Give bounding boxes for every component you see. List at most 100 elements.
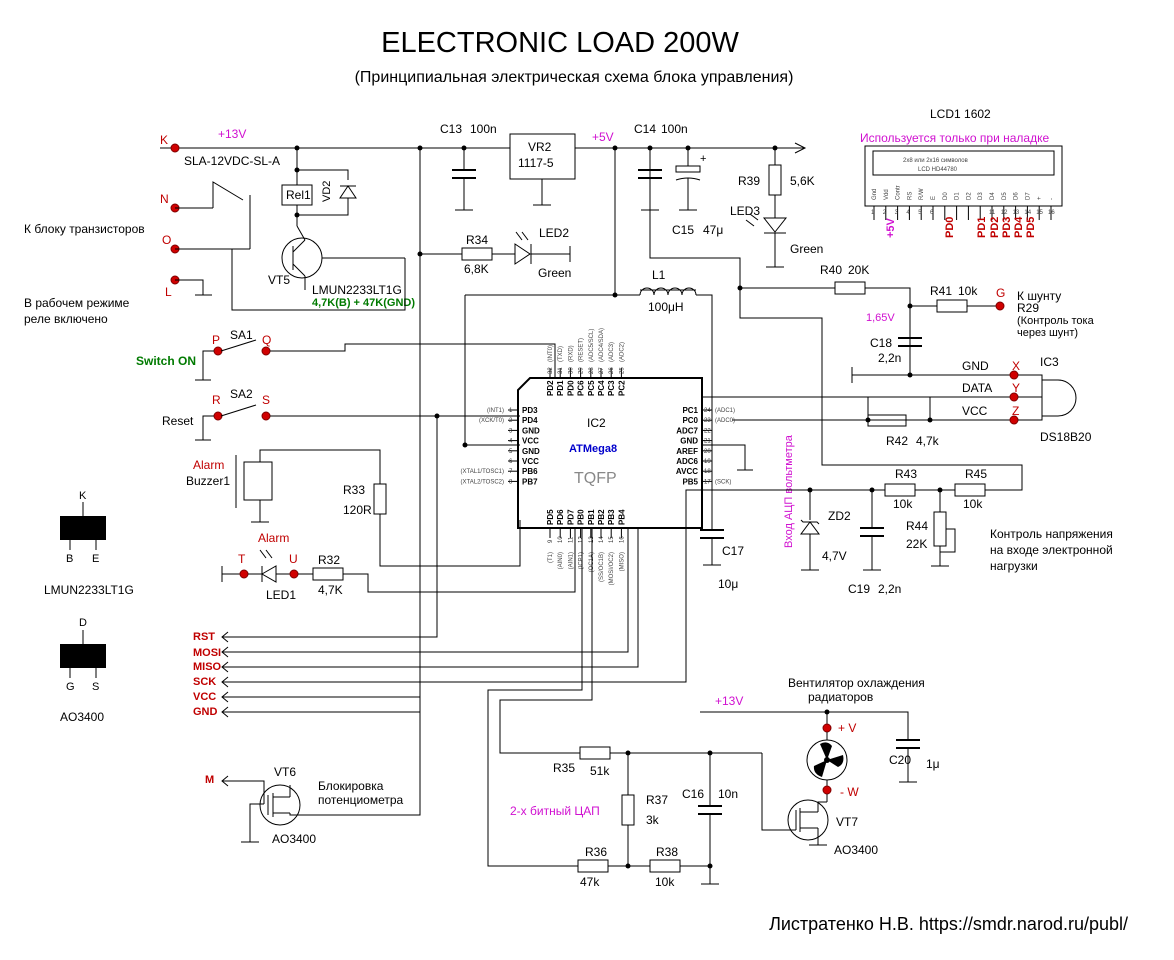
vd2-label: VD2 bbox=[321, 181, 333, 202]
c17-value: 10μ bbox=[718, 577, 738, 591]
terminal-t: T bbox=[238, 552, 246, 566]
terminal-o: O bbox=[162, 233, 171, 247]
mcu-pin-name: PB1 bbox=[587, 509, 596, 525]
mcu-pin-function: (SS/OC1B) bbox=[599, 552, 605, 582]
buzzer-section: Alarm Buzzer1 R33 120R bbox=[186, 449, 521, 567]
mcu-pin-name: PB5 bbox=[682, 477, 698, 486]
note-relay-mode-1: В рабочем режиме bbox=[24, 296, 130, 310]
ic3-type: DS18B20 bbox=[1040, 430, 1092, 444]
mcu-pin-number: 23 bbox=[704, 418, 711, 424]
shunt-note-4: через шунт) bbox=[1017, 327, 1078, 339]
ds-gnd: GND bbox=[962, 359, 989, 373]
mcu-pin-name: PB2 bbox=[597, 509, 606, 525]
mcu-pin-name: PD2 bbox=[546, 380, 555, 396]
terminal-g: G bbox=[996, 286, 1005, 300]
led2-label: LED2 bbox=[539, 226, 569, 240]
legend-lmun: LMUN2233LT1G bbox=[44, 583, 134, 597]
lcd-desc-2: LCD HD44780 bbox=[918, 167, 958, 173]
mcu-name: ATMega8 bbox=[569, 443, 617, 455]
mcu-pin-name: GND bbox=[680, 437, 698, 446]
switches: P Q SA1 Switch ON R S SA2 Reset bbox=[136, 328, 556, 441]
lcd-pin-name: D0 bbox=[943, 192, 949, 200]
lcd-pin-number: 12 bbox=[1001, 210, 1008, 216]
lcd-pin-number: 4 bbox=[906, 210, 910, 216]
r44-label: R44 bbox=[906, 519, 928, 533]
mcu-pin-function: (T1) bbox=[548, 552, 554, 563]
c17-label: C17 bbox=[722, 544, 744, 558]
led3-label: LED3 bbox=[730, 204, 760, 218]
r33-value: 120R bbox=[343, 503, 372, 517]
regulator-section: C13 100n VR2 1117-5 C14 100n + C15 47μ bbox=[440, 122, 723, 237]
lcd-conn-pd4: PD4 bbox=[1013, 216, 1025, 238]
fan-minus: - W bbox=[840, 785, 859, 799]
legend-pin-g: G bbox=[66, 681, 75, 693]
lcd-conn-pd2: PD2 bbox=[989, 217, 1001, 238]
volt-note-1: Контроль напряжения bbox=[990, 527, 1113, 541]
adc-voltmeter-note: Вход АЦП вольтметра bbox=[783, 434, 795, 548]
c19-label: C19 bbox=[848, 582, 870, 596]
lcd-pin-name: E bbox=[931, 196, 937, 200]
lcd-pin-name: Gnd bbox=[872, 189, 878, 200]
mcu-pin-function: (RESET) bbox=[579, 338, 585, 362]
lcd-pin-number: 2 bbox=[883, 210, 887, 216]
mcu-pin-number: 28 bbox=[589, 367, 595, 374]
led1-section: Alarm T U LED1 R32 4,7K bbox=[221, 528, 576, 602]
mcu-pin-name: VCC bbox=[522, 437, 539, 446]
mcu-pin-function: (ADC3) bbox=[609, 342, 615, 362]
r39-value: 5,6K bbox=[790, 174, 815, 188]
c16-value: 10n bbox=[718, 787, 738, 801]
mcu-pin-number: 17 bbox=[704, 479, 711, 485]
mcu-pin-function: (XTAL2/TOSC2) bbox=[461, 479, 504, 485]
mcu-pin-number: 5 bbox=[509, 449, 513, 455]
lcd-pin-name: D3 bbox=[978, 192, 984, 200]
terminal-s: S bbox=[262, 393, 270, 407]
mcu-pin-function: (AIN1) bbox=[568, 552, 574, 569]
mcu-pin-number: 25 bbox=[619, 367, 625, 374]
mcu-pin-name: AVCC bbox=[676, 467, 698, 476]
mcu-pin-name: PC3 bbox=[607, 380, 616, 396]
vr2-value: 1117-5 bbox=[518, 156, 554, 170]
mcu-pin-number: 11 bbox=[568, 536, 574, 543]
isp-header: RST MOSI MISO SCK VCC GND bbox=[193, 416, 702, 718]
r37-label: R37 bbox=[646, 793, 668, 807]
r35-value: 51k bbox=[590, 764, 610, 778]
terminal-r: R bbox=[212, 393, 221, 407]
mcu-pin-number: 8 bbox=[509, 479, 513, 485]
l1-label: L1 bbox=[652, 268, 666, 282]
switch-on-note: Switch ON bbox=[136, 354, 196, 368]
volt-note-3: нагрузки bbox=[990, 559, 1038, 573]
r33-label: R33 bbox=[343, 483, 365, 497]
c18-label: C18 bbox=[870, 336, 892, 350]
lcd-conn-pd1: PD1 bbox=[976, 217, 988, 238]
mcu-pin-name: PB0 bbox=[577, 509, 586, 525]
l1-value: 100μH bbox=[648, 300, 684, 314]
mcu-pin-number: 18 bbox=[704, 469, 711, 475]
fan-section: +13V Вентилятор охлаждения радиаторов + … bbox=[487, 528, 940, 889]
author-credit: Листратенко Н.В. https://smdr.narod.ru/p… bbox=[769, 914, 1128, 934]
mcu-pin-function: (ADC1) bbox=[715, 408, 735, 414]
mcu-pin-name: PC2 bbox=[617, 380, 626, 396]
r40-value: 20K bbox=[848, 263, 869, 277]
terminal-n: N bbox=[160, 192, 169, 206]
mcu-pin-function: (ADC4/SDA) bbox=[599, 328, 605, 362]
lcd-pin-name: RS bbox=[907, 192, 913, 200]
r32-value: 4,7K bbox=[318, 583, 343, 597]
schematic-subtitle: (Принципиальная электрическая схема блок… bbox=[355, 69, 794, 86]
mcu-pin-number: 32 bbox=[548, 367, 554, 374]
mcu-pin-number: 15 bbox=[609, 536, 615, 543]
terminal-k: K bbox=[160, 133, 168, 147]
net-13v-fan: +13V bbox=[715, 694, 743, 708]
sa2-label: SA2 bbox=[230, 387, 253, 401]
mcu-pin-name: PB4 bbox=[617, 509, 626, 525]
c20-value: 1μ bbox=[926, 757, 940, 771]
terminal-z: Z bbox=[1012, 404, 1019, 418]
terminal-y: Y bbox=[1012, 381, 1020, 395]
c17-section: C17 10μ Вход АЦП вольтметра bbox=[700, 434, 795, 591]
legend-pin-d: D bbox=[79, 617, 87, 629]
mcu-pin-number: 10 bbox=[558, 536, 564, 543]
led2-branch: R34 6,8K LED2 Green bbox=[417, 148, 571, 712]
mcu-pin-name: ADC6 bbox=[676, 457, 698, 466]
net-1-65v: 1,65V bbox=[866, 312, 895, 324]
buzzer-label: Buzzer1 bbox=[186, 474, 230, 488]
mcu-pin-name: PD6 bbox=[556, 509, 565, 525]
